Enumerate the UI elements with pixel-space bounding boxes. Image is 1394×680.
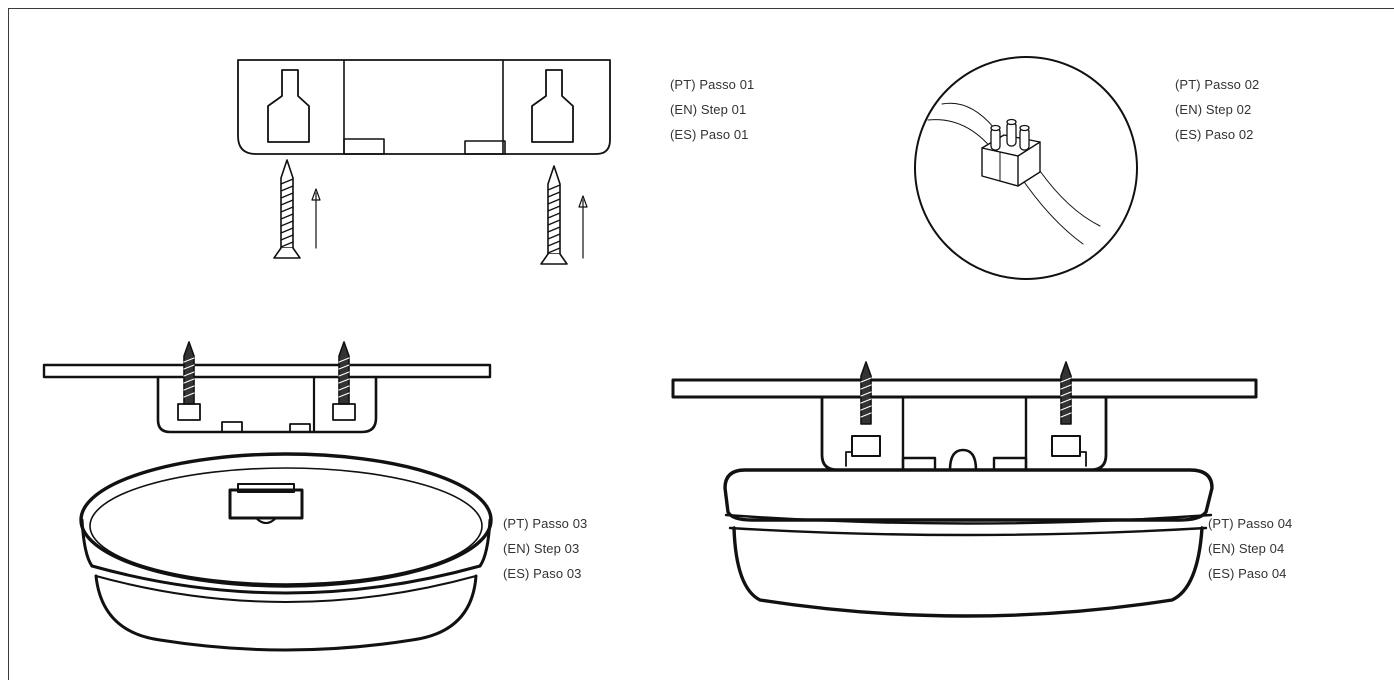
- step-2-en: (EN) Step 02: [1175, 102, 1252, 117]
- step-2-es: (ES) Paso 02: [1175, 127, 1254, 142]
- step-2-caption: (PT) Passo 02 (EN) Step 02 (ES) Paso 02: [1175, 72, 1259, 147]
- step-3-figure: [42, 341, 493, 652]
- step-1-es: (ES) Paso 01: [670, 127, 749, 142]
- step-1-en: (EN) Step 01: [670, 102, 747, 117]
- step-3-es: (ES) Paso 03: [503, 566, 582, 581]
- step-2-figure: [914, 56, 1138, 280]
- page-frame: [8, 8, 1394, 680]
- step-4-pt: (PT) Passo 04: [1208, 516, 1293, 531]
- step-1-pt: (PT) Passo 01: [670, 77, 755, 92]
- step-3-pt: (PT) Passo 03: [503, 516, 588, 531]
- step-4-caption: (PT) Passo 04 (EN) Step 04 (ES) Paso 04: [1208, 511, 1292, 586]
- step-2-pt: (PT) Passo 02: [1175, 77, 1260, 92]
- step-1-caption: (PT) Passo 01 (EN) Step 01 (ES) Paso 01: [670, 72, 754, 147]
- step-4-en: (EN) Step 04: [1208, 541, 1285, 556]
- step-3-en: (EN) Step 03: [503, 541, 580, 556]
- step-4-figure: [671, 361, 1258, 618]
- step-4-es: (ES) Paso 04: [1208, 566, 1287, 581]
- step-3-caption: (PT) Passo 03 (EN) Step 03 (ES) Paso 03: [503, 511, 587, 586]
- step-1-figure: [237, 59, 611, 265]
